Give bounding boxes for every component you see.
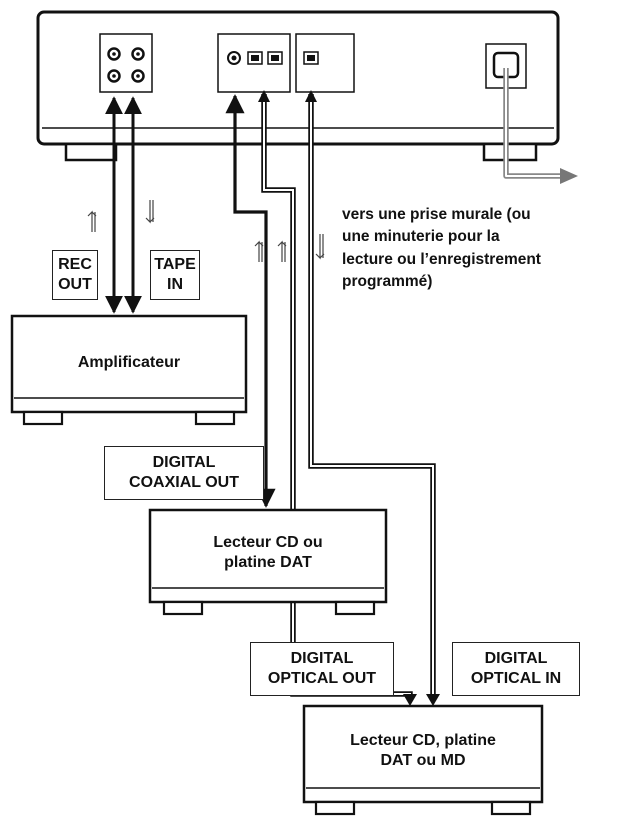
note-line4: programmé) [342, 273, 433, 291]
line-jacks-panel [99, 33, 153, 93]
signal-direction-arrows [87, 200, 325, 262]
digital-coaxial-out-label: DIGITAL COAXIAL OUT [104, 446, 264, 500]
optical-in-arrowhead-icon [426, 694, 440, 706]
digital-optical-out-line1: DIGITAL [290, 650, 354, 667]
digital-optical-in-label: DIGITAL OPTICAL IN [452, 642, 580, 696]
rec-out-line1: REC [58, 256, 92, 273]
cd-dat-line1: Lecteur CD ou [213, 534, 323, 551]
tape-in-line1: TAPE [154, 256, 196, 273]
note-line2: une minuterie pour la [342, 228, 500, 246]
main-unit-rear-panel [36, 10, 560, 162]
tape-in-label: TAPE IN [150, 250, 200, 300]
rec-out-line2: OUT [58, 276, 92, 293]
cd-dat-device [148, 508, 388, 616]
cd-dat-md-line2: DAT ou MD [380, 752, 466, 769]
digital-coaxial-out-line2: COAXIAL OUT [129, 474, 239, 491]
cd-dat-md-device [302, 704, 544, 816]
tape-in-line2: IN [167, 276, 183, 293]
digital-optical-in-line2: OPTICAL IN [470, 670, 562, 687]
cd-dat-label: Lecteur CD ou platine DAT [150, 520, 386, 586]
cd-dat-line2: platine DAT [224, 554, 312, 571]
rec-out-label: REC OUT [52, 250, 98, 300]
note-line3: lecture ou l’enregistrement [342, 250, 541, 268]
note-line1: vers une prise murale (ou [342, 206, 531, 223]
amplifier-label: Amplificateur [12, 330, 246, 396]
digital-optical-out-line2: OPTICAL OUT [267, 670, 377, 687]
power-cord [503, 68, 578, 184]
optical-out-arrowhead-icon [403, 694, 417, 706]
digital-optical-out-label: DIGITAL OPTICAL OUT [250, 642, 394, 696]
analog-cables [105, 96, 142, 314]
cd-dat-md-label: Lecteur CD, platine DAT ou MD [304, 716, 542, 786]
wall-outlet-note: vers une prise murale (ou une minuterie … [342, 204, 614, 294]
amplifier-text: Amplificateur [77, 354, 181, 371]
digital-jacks-panel [217, 33, 355, 93]
power-arrow-icon [560, 168, 578, 184]
amplifier-device [10, 314, 248, 426]
coaxial-cable [225, 94, 276, 508]
digital-optical-in-line1: DIGITAL [484, 650, 548, 667]
optical-cables [258, 90, 440, 706]
digital-coaxial-out-line1: DIGITAL [152, 454, 216, 471]
cd-dat-md-line1: Lecteur CD, platine [350, 732, 496, 749]
